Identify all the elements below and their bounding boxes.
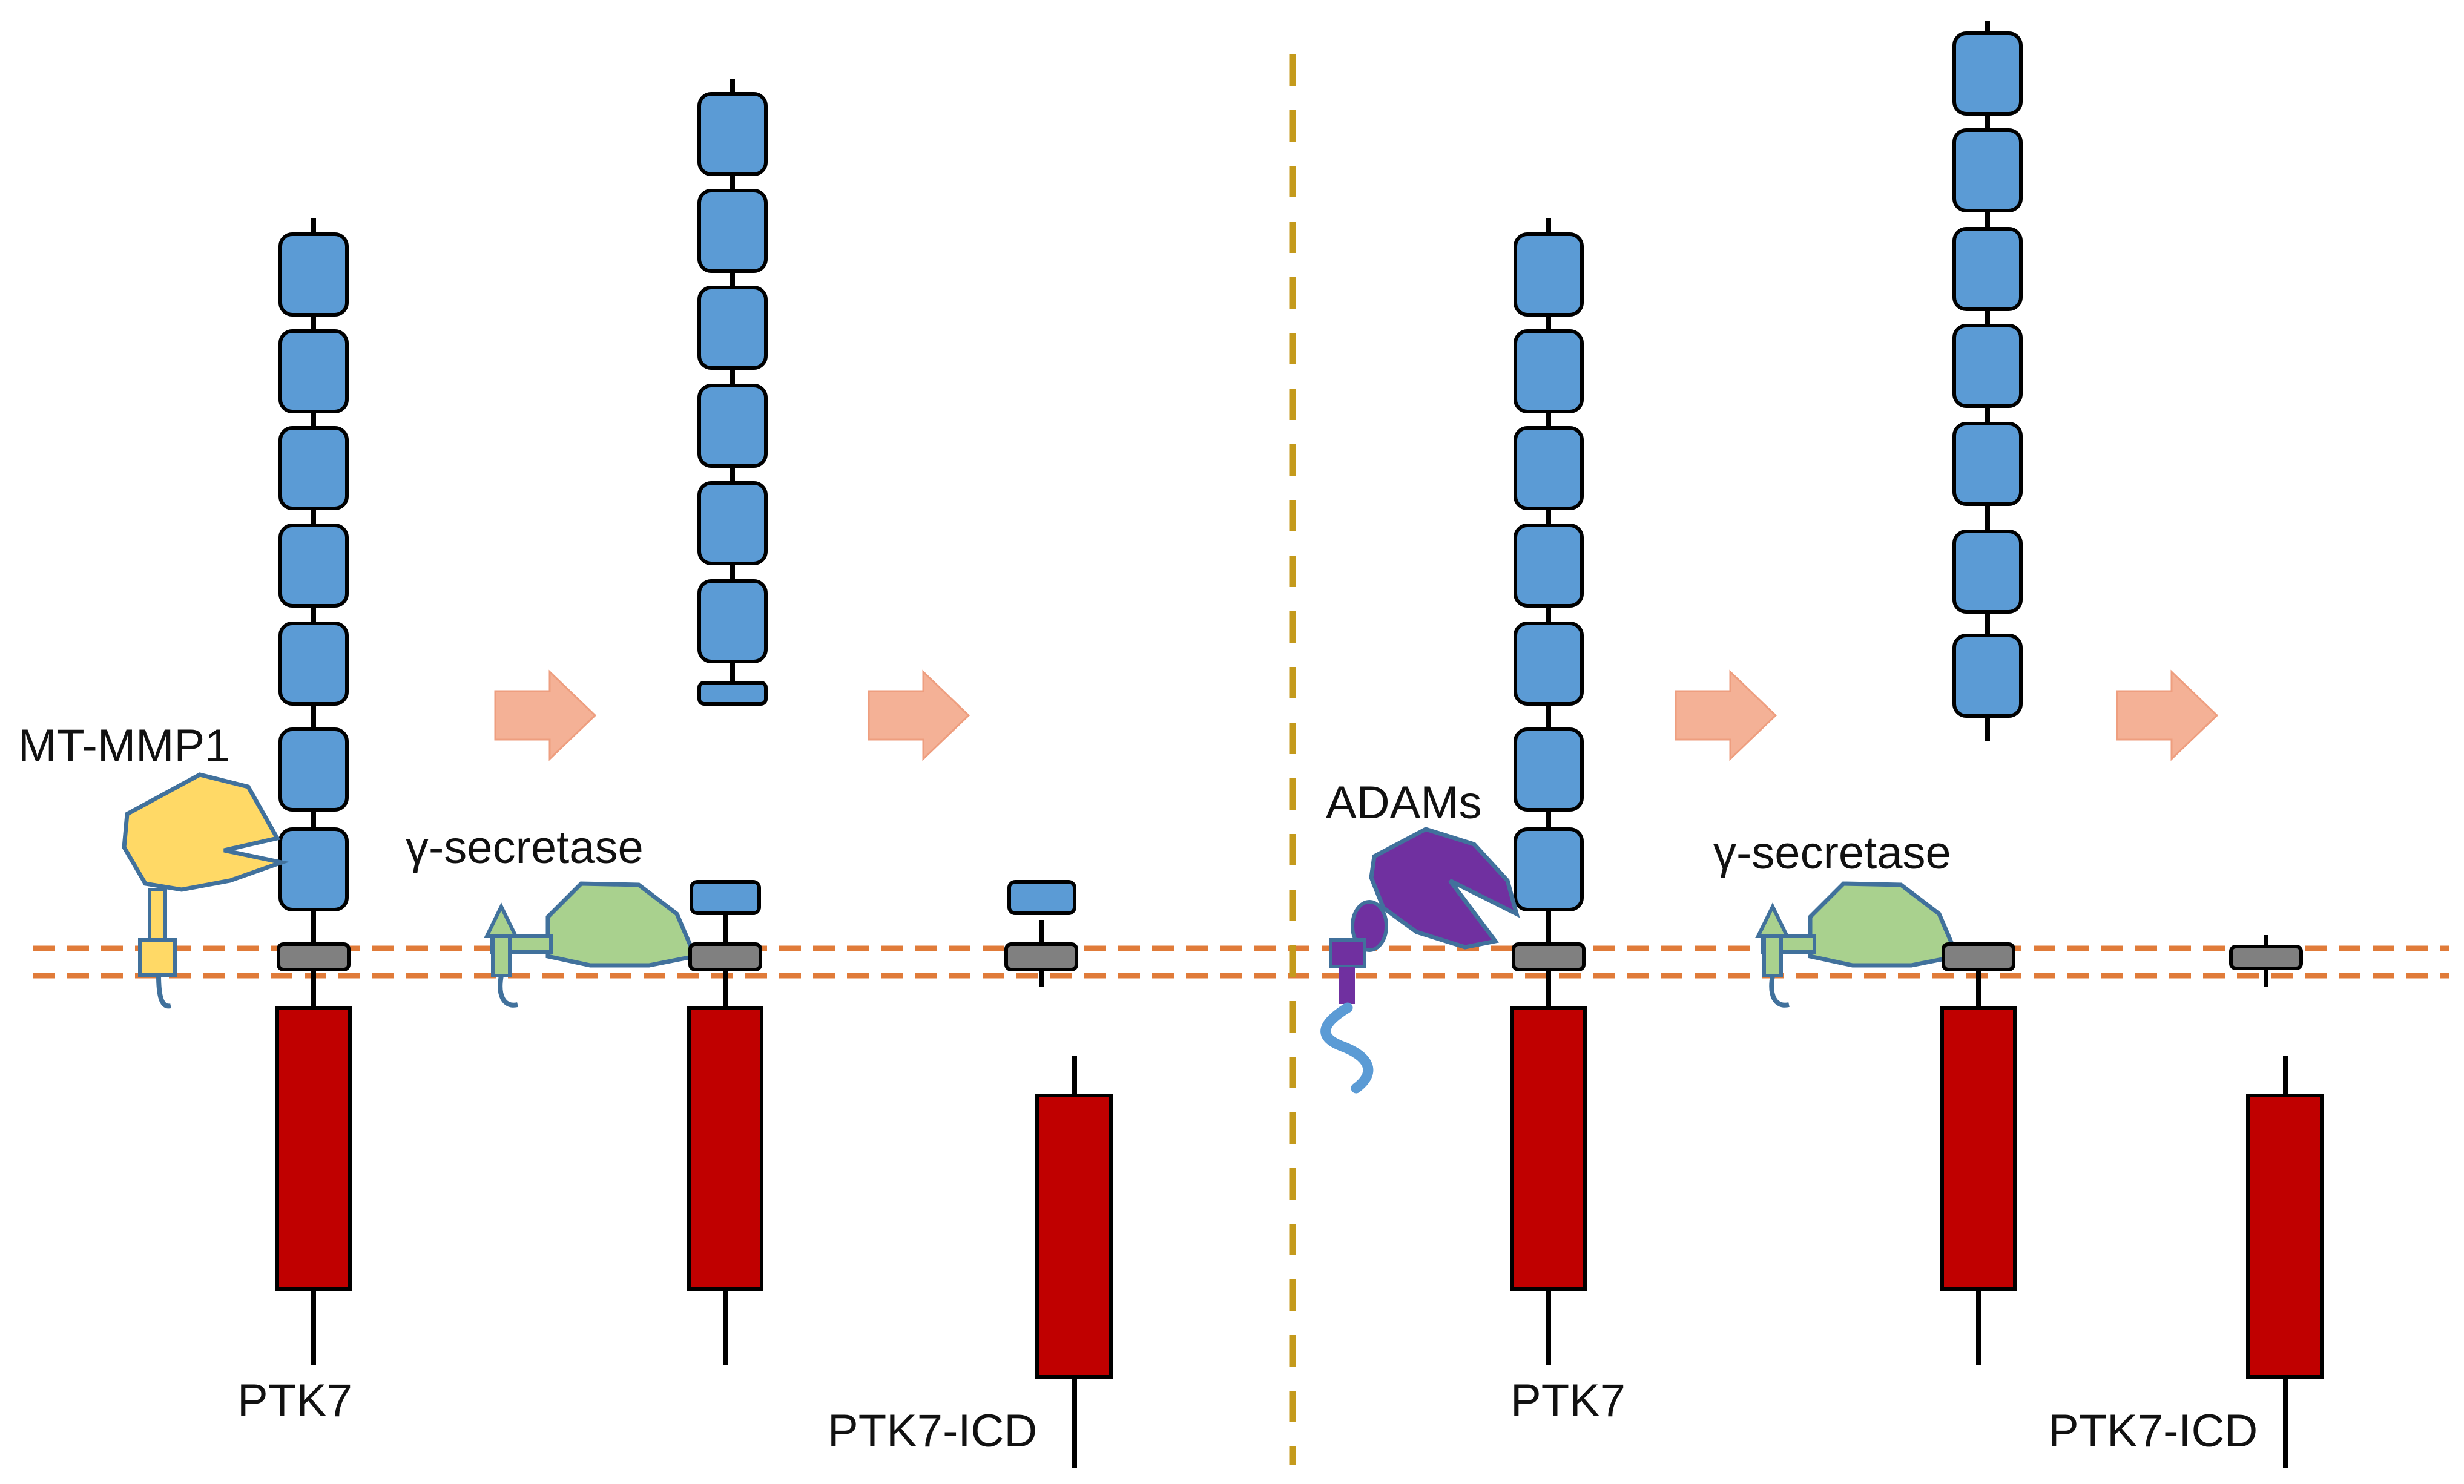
- adams-protease-icon: [1320, 827, 1520, 1094]
- right-arrow-icon: [2116, 671, 2218, 760]
- label-ptk7-icd-left: PTK7-ICD: [828, 1405, 1037, 1457]
- mt-mmp1-protease-icon: [122, 772, 289, 1009]
- ptk7-full-right: [1510, 218, 1587, 1365]
- label-ptk7-left: PTK7: [237, 1375, 352, 1427]
- ptk7-full-left: [275, 218, 352, 1365]
- label-ptk7-right: PTK7: [1510, 1375, 1626, 1427]
- label-gamma-secretase-right: γ-secretase: [1713, 827, 1951, 879]
- ptk7-released-ectodomain-left: [697, 79, 768, 706]
- label-adams: ADAMs: [1326, 777, 1482, 829]
- label-mt-mmp1: MT-MMP1: [18, 720, 230, 772]
- ptk7-residual-stub-right: [2229, 935, 2303, 987]
- ptk7-released-ectodomain-right: [1954, 21, 2021, 741]
- ptk7-icd-left: [1035, 1056, 1113, 1468]
- label-gamma-secretase-left: γ-secretase: [406, 822, 644, 873]
- right-arrow-icon: [494, 671, 596, 760]
- kinase-domain: [687, 1006, 763, 1291]
- ptk7-residual-stub-left: [1006, 880, 1076, 987]
- kinase-domain: [1035, 1094, 1113, 1379]
- ptk7-icd-right: [2246, 1056, 2324, 1468]
- membrane: [33, 945, 2449, 979]
- kinase-domain: [2246, 1094, 2324, 1379]
- kinase-domain: [1510, 1006, 1587, 1291]
- gamma-secretase-icon: [484, 881, 698, 1008]
- label-ptk7-icd-right: PTK7-ICD: [2048, 1405, 2258, 1457]
- kinase-domain: [1940, 1006, 2017, 1291]
- gamma-secretase-icon: [1755, 881, 1960, 1008]
- kinase-domain: [275, 1006, 352, 1291]
- ptk7-ctf-right: [1940, 944, 2017, 1365]
- right-arrow-icon: [868, 671, 970, 760]
- ptk7-ctf-left: [687, 880, 763, 1365]
- right-arrow-icon: [1675, 671, 1777, 760]
